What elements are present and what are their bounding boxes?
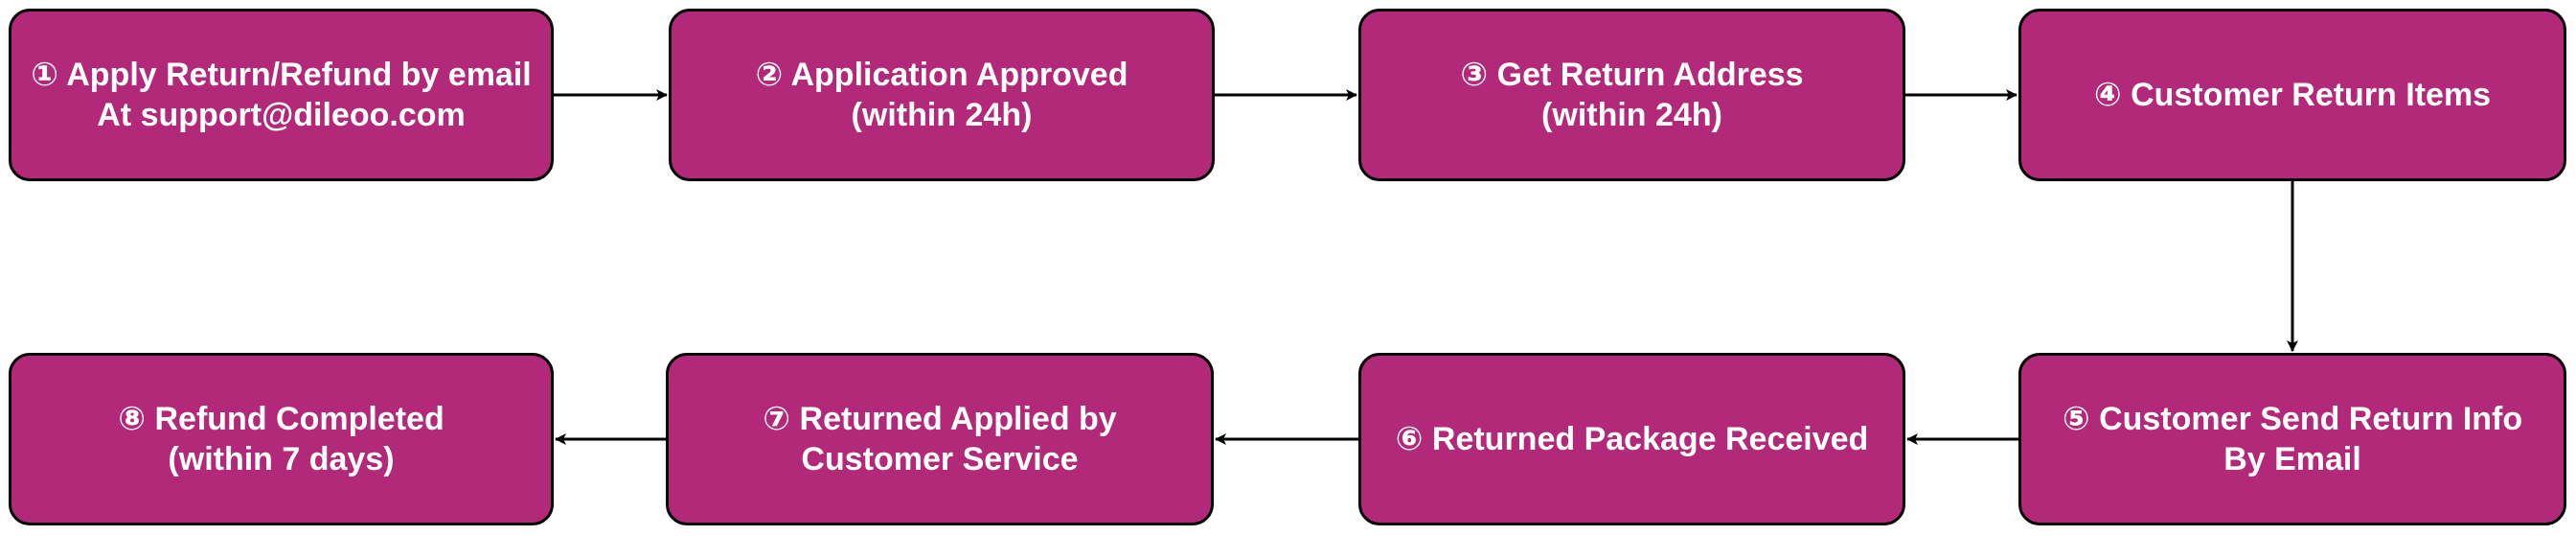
step-3-line-1: ③ Get Return Address — [1460, 57, 1804, 93]
step-3-line-2: (within 24h) — [1541, 97, 1722, 133]
step-6-package-received: ⑥ Returned Package Received — [1358, 353, 1905, 525]
step-8-refund-completed: ⑧ Refund Completed (within 7 days) — [9, 353, 554, 525]
step-4-customer-return-items: ④ Customer Return Items — [2018, 9, 2566, 181]
step-8-line-1: ⑧ Refund Completed — [118, 401, 445, 437]
step-1-line-1: ① Apply Return/Refund by email — [31, 57, 532, 93]
step-7-line-1: ⑦ Returned Applied by — [763, 401, 1117, 437]
step-5-line-2: By Email — [2223, 441, 2361, 478]
step-1-line-2: At support@dileoo.com — [97, 97, 466, 133]
step-2-line-1: ② Application Approved — [755, 57, 1128, 93]
step-4-line-1: ④ Customer Return Items — [2093, 77, 2492, 113]
step-7-line-2: Customer Service — [801, 441, 1079, 478]
step-8-line-2: (within 7 days) — [168, 441, 395, 478]
step-2-line-2: (within 24h) — [851, 97, 1033, 133]
step-5-send-return-info: ⑤ Customer Send Return Info By Email — [2018, 353, 2566, 525]
step-5-line-1: ⑤ Customer Send Return Info — [2062, 401, 2523, 437]
step-1-apply-return: ① Apply Return/Refund by email At suppor… — [9, 9, 554, 181]
step-3-get-return-address: ③ Get Return Address (within 24h) — [1358, 9, 1905, 181]
step-2-application-approved: ② Application Approved (within 24h) — [669, 9, 1215, 181]
step-6-line-1: ⑥ Returned Package Received — [1395, 421, 1869, 457]
step-7-returned-applied: ⑦ Returned Applied by Customer Service — [666, 353, 1214, 525]
